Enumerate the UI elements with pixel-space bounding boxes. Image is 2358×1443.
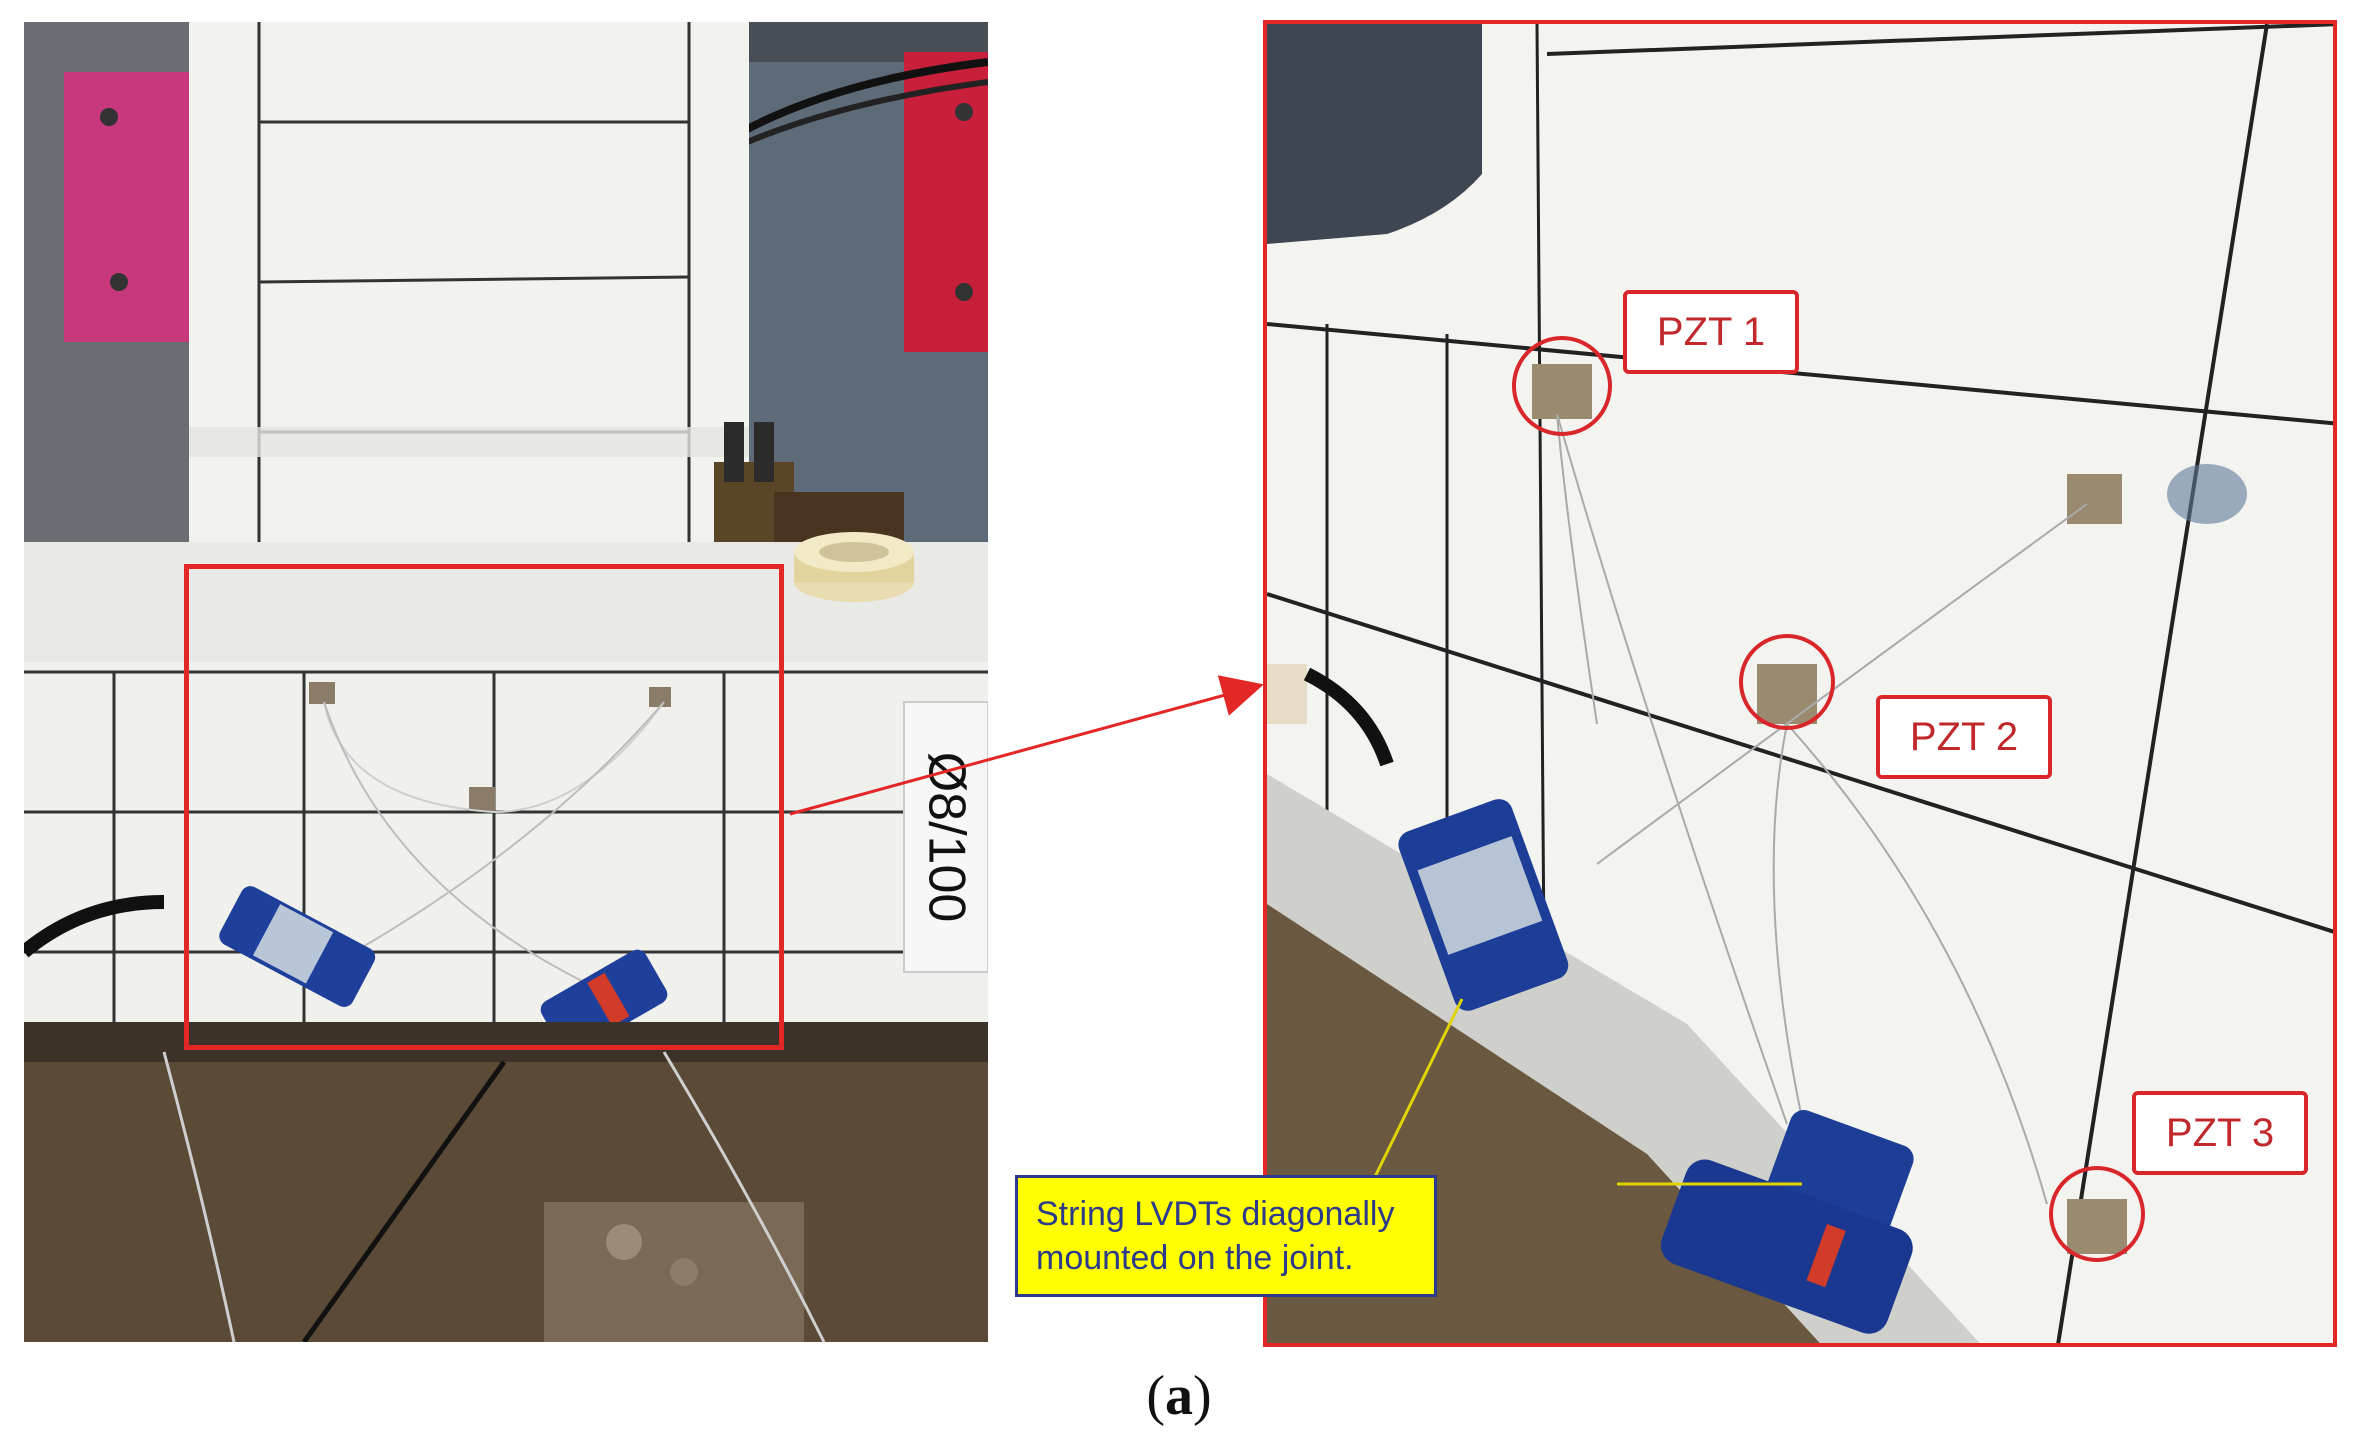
lvdt-note-line1: String LVDTs diagonally <box>1036 1195 1395 1233</box>
pzt2-circle <box>1739 634 1835 730</box>
left-photo: Ø8/100 <box>24 22 988 1342</box>
pzt3-sensor <box>2067 1199 2127 1254</box>
pzt2-label: PZT 2 <box>1876 695 2052 779</box>
caption-letter: a <box>1165 1365 1193 1427</box>
pzt2-sensor <box>1757 664 1817 724</box>
lvdt-upper <box>1398 799 1569 1011</box>
caption-close: ) <box>1193 1365 1212 1427</box>
pzt2-label-text: PZT 2 <box>1909 714 2019 759</box>
caption-open: ( <box>1146 1365 1165 1427</box>
pzt3-label-text: PZT 3 <box>2165 1110 2275 1155</box>
lvdt-left <box>219 886 376 1007</box>
pzt1-label-text: PZT 1 <box>1656 309 1766 354</box>
red-plate <box>904 52 988 352</box>
pzt3-circle <box>2049 1166 2145 1262</box>
pzt1-circle <box>1512 336 1612 436</box>
lvdt-note-line2: mounted on the joint. <box>1036 1239 1354 1277</box>
pzt1-label: PZT 1 <box>1623 290 1799 374</box>
pzt1-sensor <box>1532 364 1592 419</box>
background-gap <box>1267 24 1482 244</box>
figure-caption: (a) <box>0 1364 2358 1428</box>
pzt3-label: PZT 3 <box>2132 1091 2308 1175</box>
lvdt-note: String LVDTs diagonally mounted on the j… <box>1015 1175 1437 1297</box>
zoom-region-box <box>184 564 784 1050</box>
lvdt-lower <box>1660 1110 1914 1334</box>
pzt-extra-sensor <box>2067 474 2122 524</box>
